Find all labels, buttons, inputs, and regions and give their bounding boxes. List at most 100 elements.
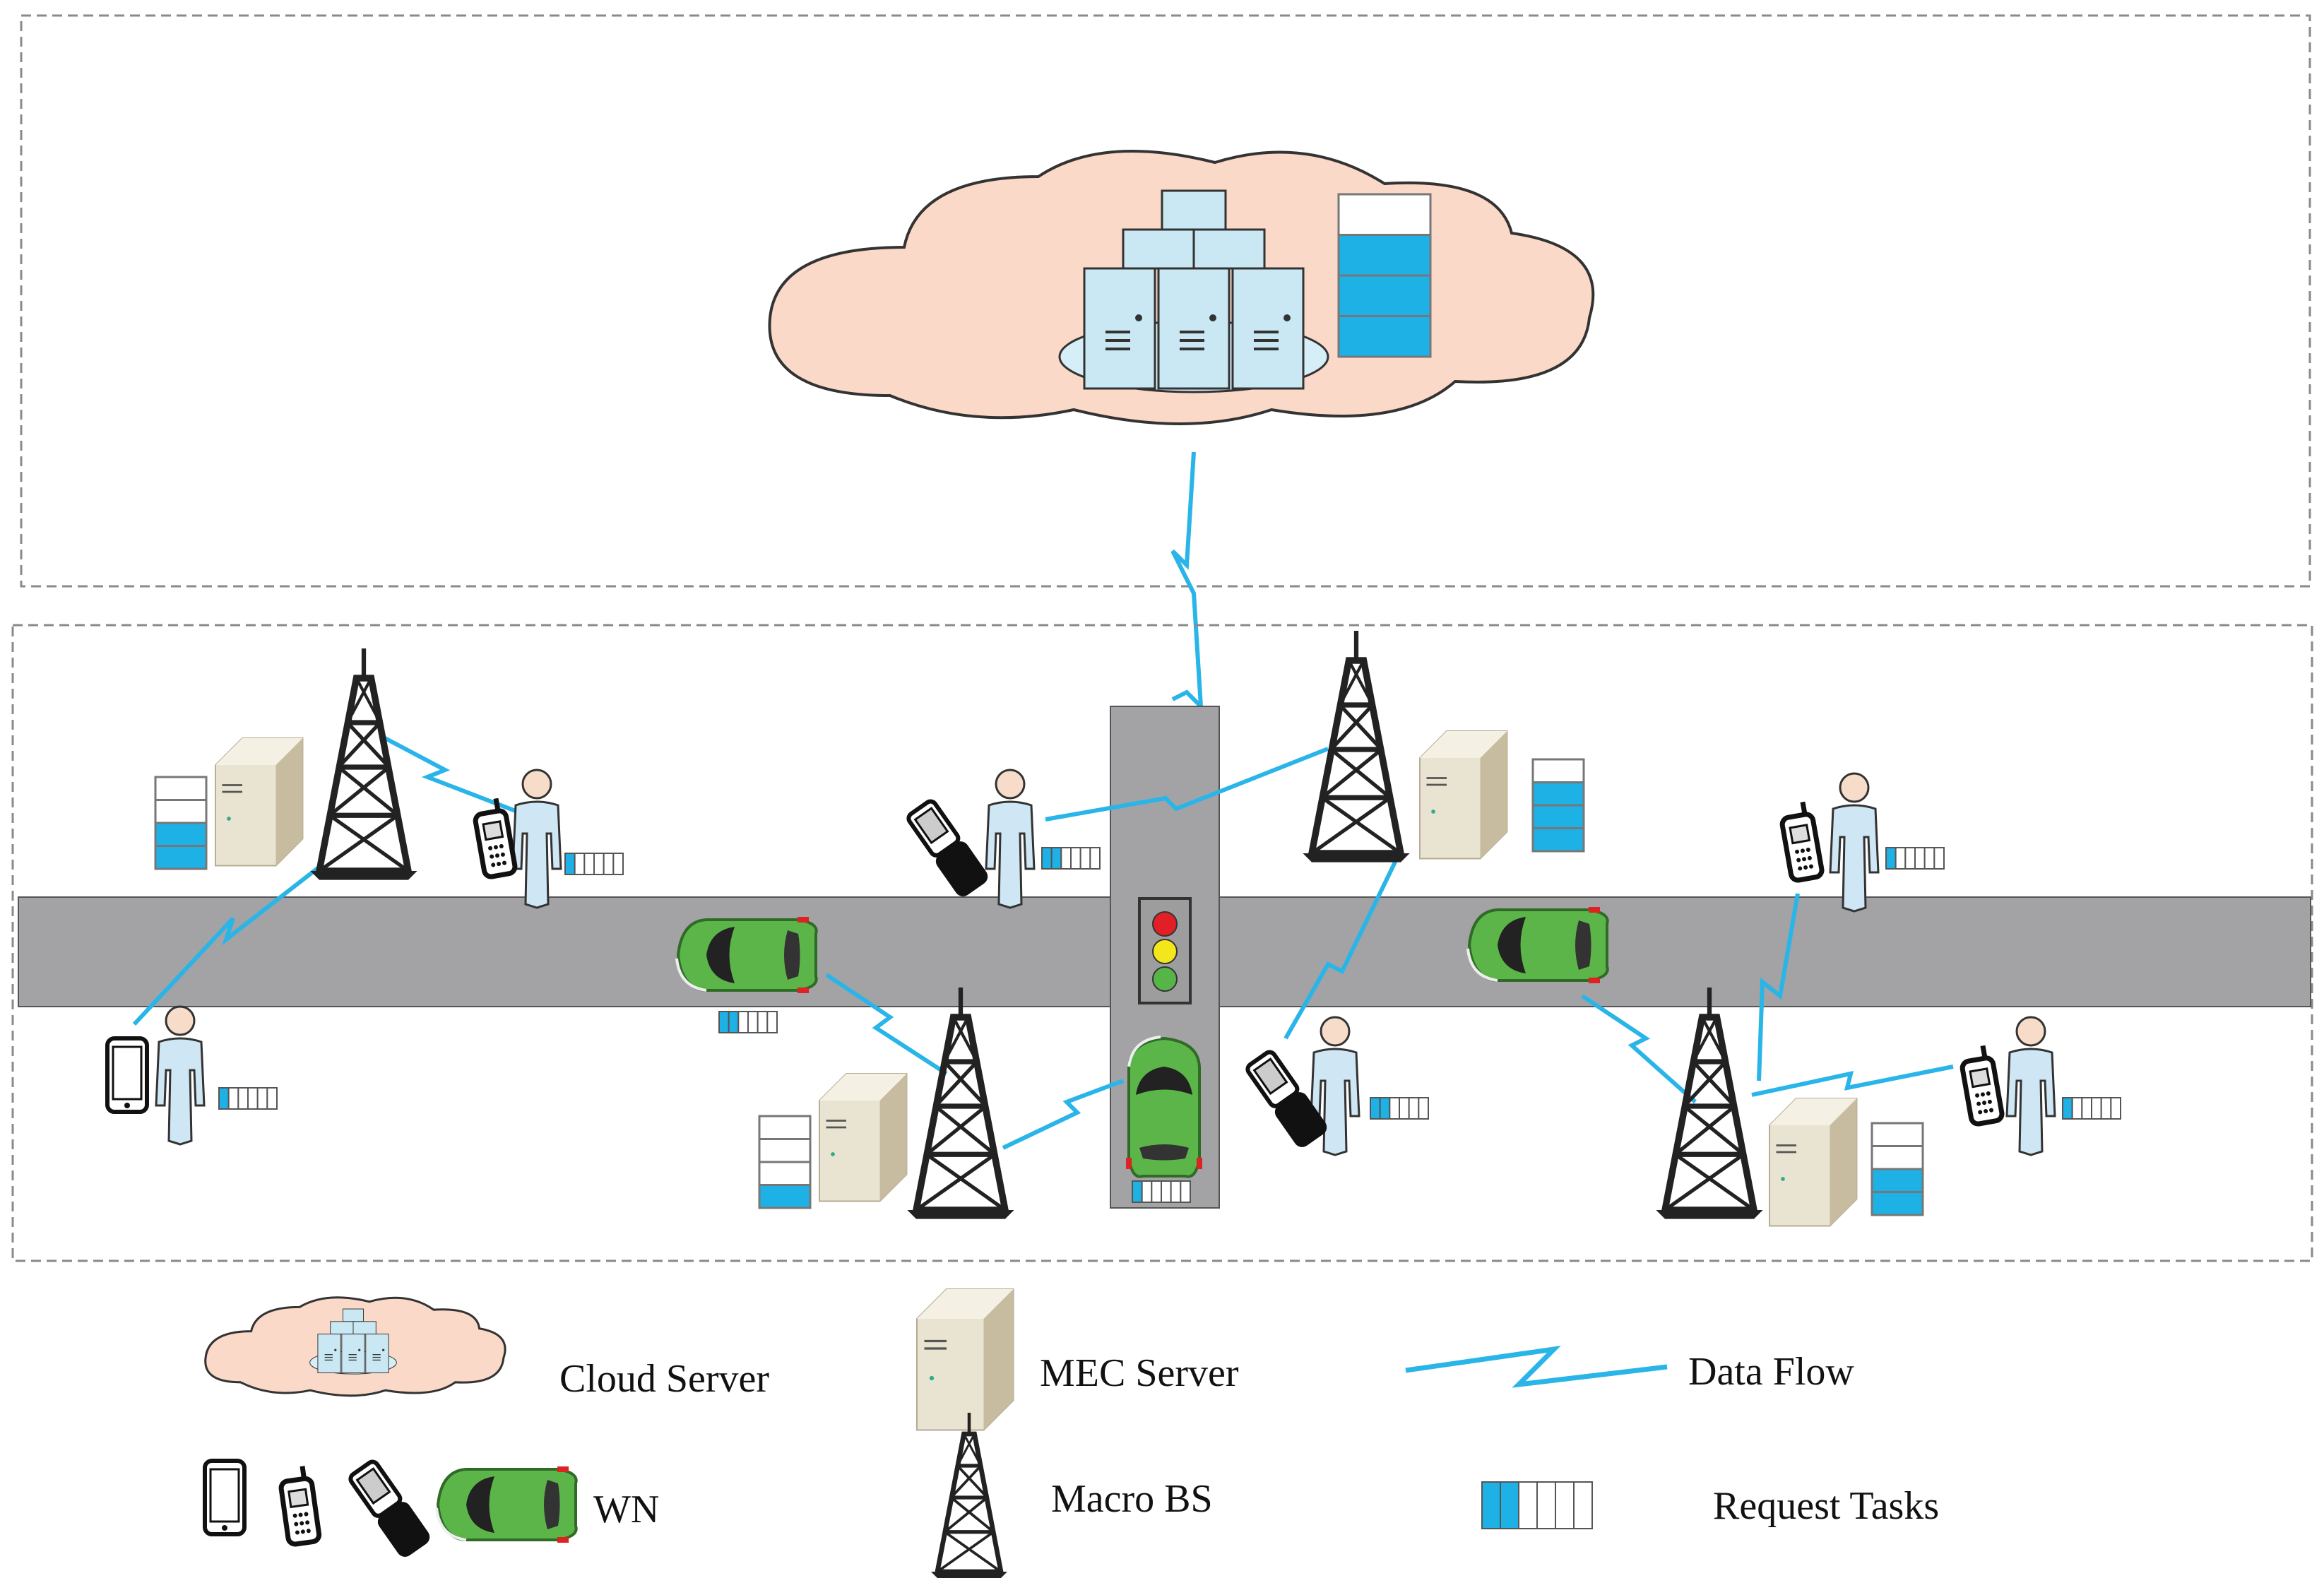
task-slot bbox=[1089, 847, 1101, 870]
task-slot bbox=[1170, 1180, 1182, 1203]
mec-task-queue bbox=[1871, 1122, 1924, 1216]
mec-task-queue bbox=[1531, 758, 1585, 853]
queue-slot bbox=[758, 1138, 812, 1163]
queue-slot bbox=[154, 845, 208, 870]
task-slot bbox=[218, 1087, 230, 1110]
person-icon bbox=[155, 1005, 206, 1146]
cloud-task-queue bbox=[1337, 193, 1432, 358]
task-slot bbox=[2062, 1097, 2073, 1120]
feature-phone-icon bbox=[278, 1465, 320, 1545]
macro-bs-icon bbox=[1656, 988, 1762, 1219]
task-slot bbox=[718, 1011, 730, 1033]
task-slot bbox=[766, 1011, 778, 1033]
legend-macro-bs: Macro BS bbox=[931, 1413, 1213, 1578]
request-tasks-icon bbox=[1132, 1180, 1192, 1203]
queue-slot bbox=[1337, 193, 1432, 236]
task-slot bbox=[757, 1011, 769, 1033]
task-slot bbox=[1885, 847, 1897, 870]
task-slot bbox=[1060, 847, 1072, 870]
feature-phone-icon bbox=[1779, 801, 1822, 882]
task-slot bbox=[237, 1087, 249, 1110]
legend: Cloud Server MEC Server Data Flow WN Mac… bbox=[204, 1288, 1939, 1578]
task-slot bbox=[2100, 1097, 2112, 1120]
request-tasks-icon bbox=[718, 1011, 778, 1033]
legend-cloud-server: Cloud Server bbox=[204, 1296, 769, 1401]
person-icon bbox=[511, 769, 562, 909]
task-slot bbox=[1923, 847, 1935, 870]
legend-label-request-tasks: Request Tasks bbox=[1713, 1484, 1939, 1528]
cloud-region bbox=[20, 14, 2311, 588]
queue-slot bbox=[1337, 274, 1432, 317]
queue-slot bbox=[758, 1115, 812, 1140]
task-slot bbox=[564, 853, 576, 875]
queue-slot bbox=[1871, 1191, 1924, 1216]
task-slot bbox=[1500, 1481, 1519, 1529]
task-slot bbox=[583, 853, 595, 875]
task-slot bbox=[1151, 1180, 1163, 1203]
queue-slot bbox=[1337, 315, 1432, 358]
queue-slot bbox=[1531, 804, 1585, 829]
task-slot bbox=[2071, 1097, 2083, 1120]
task-slot bbox=[1370, 1097, 1381, 1120]
task-slot bbox=[1536, 1481, 1556, 1529]
legend-label-cloud-server: Cloud Server bbox=[559, 1357, 769, 1401]
cloud-server-icon bbox=[768, 150, 1595, 425]
task-slot bbox=[728, 1011, 740, 1033]
task-slot bbox=[2110, 1097, 2121, 1120]
task-slot bbox=[256, 1087, 268, 1110]
queue-slot bbox=[758, 1184, 812, 1209]
queue-slot bbox=[1871, 1168, 1924, 1193]
task-slot bbox=[1041, 847, 1053, 870]
queue-slot bbox=[1531, 827, 1585, 853]
legend-wn: WN bbox=[205, 1458, 659, 1560]
task-slot bbox=[1914, 847, 1926, 870]
queue-slot bbox=[154, 822, 208, 847]
edge-region bbox=[11, 624, 2313, 1262]
macro-bs-icon bbox=[310, 648, 417, 880]
request-tasks-icon bbox=[1041, 847, 1101, 870]
flip-phone-icon bbox=[904, 798, 991, 900]
legend-mec-server: MEC Server bbox=[915, 1288, 1239, 1432]
task-slot bbox=[1141, 1180, 1153, 1203]
queue-slot bbox=[1531, 781, 1585, 807]
person-icon bbox=[2005, 1016, 2056, 1156]
request-tasks-icon bbox=[2062, 1097, 2121, 1120]
task-slot bbox=[1079, 847, 1091, 870]
mec-server-icon bbox=[214, 737, 304, 867]
task-slot bbox=[747, 1011, 759, 1033]
task-slot bbox=[1518, 1481, 1538, 1529]
task-slot bbox=[1895, 847, 1907, 870]
mec-server-icon bbox=[818, 1072, 908, 1202]
task-slot bbox=[1481, 1481, 1501, 1529]
queue-slot bbox=[154, 776, 208, 801]
task-slot bbox=[247, 1087, 259, 1110]
mec-server-icon bbox=[1418, 730, 1508, 860]
task-slot bbox=[2091, 1097, 2102, 1120]
legend-request-tasks: Request Tasks bbox=[1481, 1481, 1939, 1529]
legend-label-wn: WN bbox=[593, 1488, 659, 1531]
task-slot bbox=[1389, 1097, 1401, 1120]
legend-label-mec-server: MEC Server bbox=[1040, 1351, 1239, 1395]
request-tasks-icon bbox=[1885, 847, 1945, 870]
mec-task-queue bbox=[154, 776, 208, 870]
feature-phone-icon bbox=[1959, 1045, 2003, 1125]
queue-slot bbox=[1871, 1122, 1924, 1147]
task-slot bbox=[1933, 847, 1945, 870]
task-slot bbox=[1132, 1180, 1143, 1203]
legend-label-data-flow: Data Flow bbox=[1688, 1350, 1854, 1394]
queue-slot bbox=[1871, 1145, 1924, 1170]
queue-slot bbox=[758, 1161, 812, 1186]
car-icon bbox=[435, 1465, 578, 1544]
request-tasks-icon bbox=[564, 853, 624, 875]
queue-slot bbox=[1531, 758, 1585, 783]
task-slot bbox=[593, 853, 605, 875]
task-slot bbox=[227, 1087, 239, 1110]
data-flow-links bbox=[132, 736, 1954, 1150]
person-icon bbox=[1829, 772, 1880, 913]
flip-phone-icon bbox=[346, 1458, 433, 1560]
task-slot bbox=[603, 853, 615, 875]
task-slot bbox=[1050, 847, 1062, 870]
request-tasks-icon bbox=[218, 1087, 278, 1110]
task-slot bbox=[1180, 1180, 1192, 1203]
traffic-light-icon bbox=[1138, 897, 1192, 1004]
